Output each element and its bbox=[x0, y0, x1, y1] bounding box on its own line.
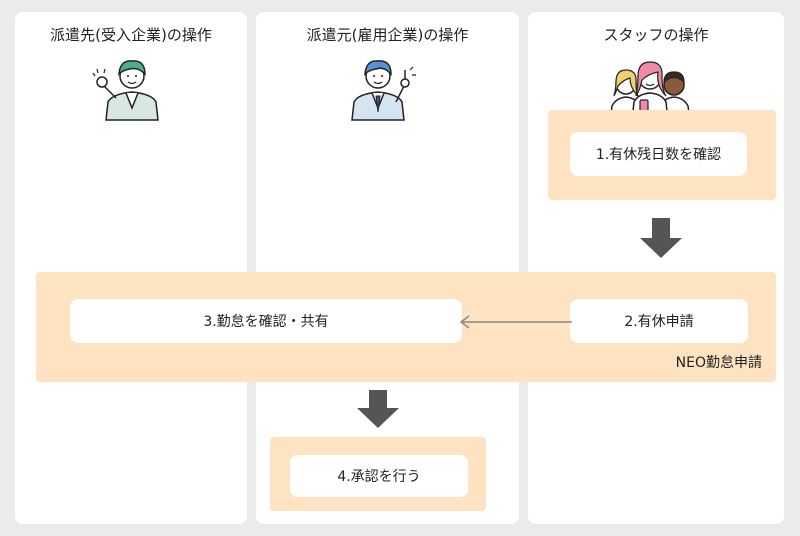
step-check-remaining-leave: 1.有休残日数を確認 bbox=[570, 132, 747, 176]
step-apply-paid-leave: 2.有休申請 bbox=[570, 299, 748, 343]
column-title-staff: スタッフの操作 bbox=[603, 26, 709, 44]
arrow-down-icon bbox=[640, 218, 682, 258]
pointing-person-icon bbox=[351, 60, 416, 121]
column-title-agency: 派遣元(雇用企業)の操作 bbox=[306, 26, 469, 44]
neo-system-label: NEO勤怠申請 bbox=[675, 355, 762, 371]
arrow-down-icon bbox=[357, 390, 399, 428]
column-staff: スタッフの操作 bbox=[528, 12, 784, 524]
arrow-left-connector-icon bbox=[459, 315, 572, 329]
column-title-client: 派遣先(受入企業)の操作 bbox=[50, 26, 212, 44]
step-approve: 4.承認を行う bbox=[290, 455, 468, 497]
step-check-share-attendance: 3.勤怠を確認・共有 bbox=[70, 299, 462, 343]
column-client: 派遣先(受入企業)の操作 bbox=[15, 12, 247, 524]
waving-person-icon bbox=[92, 60, 159, 121]
